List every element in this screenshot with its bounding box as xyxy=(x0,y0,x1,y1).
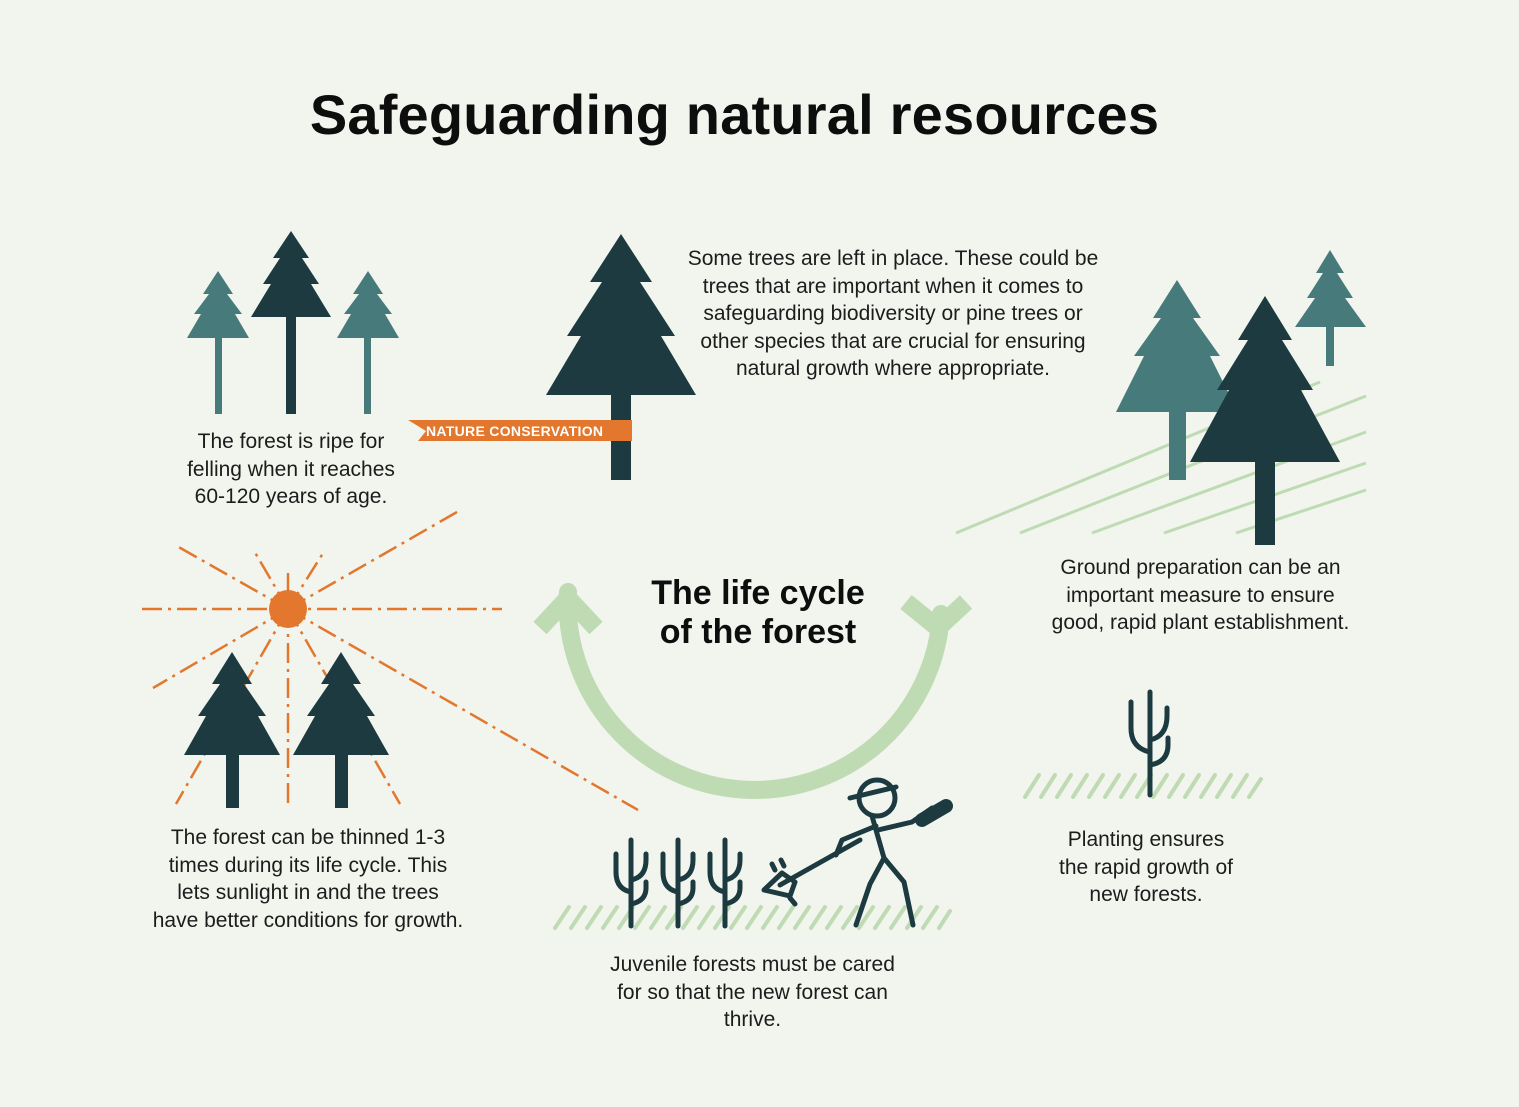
nature-conservation-ribbon xyxy=(408,420,632,441)
caption-ground-preparation: Ground preparation can be an important m… xyxy=(1051,556,1350,634)
planting-ground-hatch xyxy=(1023,773,1263,799)
ground-preparation-trees-icon xyxy=(1116,250,1366,545)
sapling-icon xyxy=(1128,689,1171,798)
juvenile-saplings-icon xyxy=(613,837,743,929)
sun-icon xyxy=(269,590,307,628)
cycle-center-label: The life cycle of the forest xyxy=(651,574,865,651)
nature-conservation-label: NATURE CONSERVATION xyxy=(426,423,604,439)
caption-felling: The forest is ripe for felling when it r… xyxy=(187,430,395,508)
caption-planting: Planting ensures the rapid growth of new… xyxy=(1059,828,1233,906)
caption-conservation: Some trees are left in place. These coul… xyxy=(668,245,1128,383)
felling-trees-icon xyxy=(187,231,399,414)
page-title: Safeguarding natural resources xyxy=(309,83,1160,146)
juvenile-ground-hatch xyxy=(553,905,952,930)
caption-conservation-text: Some trees are left in place. These coul… xyxy=(687,247,1099,380)
thinned-trees-icon xyxy=(184,652,389,808)
caption-thinning: The forest can be thinned 1-3 times duri… xyxy=(152,826,464,932)
caption-juvenile: Juvenile forests must be cared for so th… xyxy=(610,953,895,1031)
forester-with-brush-cutter-icon xyxy=(761,777,953,928)
cycle-arrow-icon xyxy=(533,583,973,799)
sun-rays xyxy=(142,510,639,812)
